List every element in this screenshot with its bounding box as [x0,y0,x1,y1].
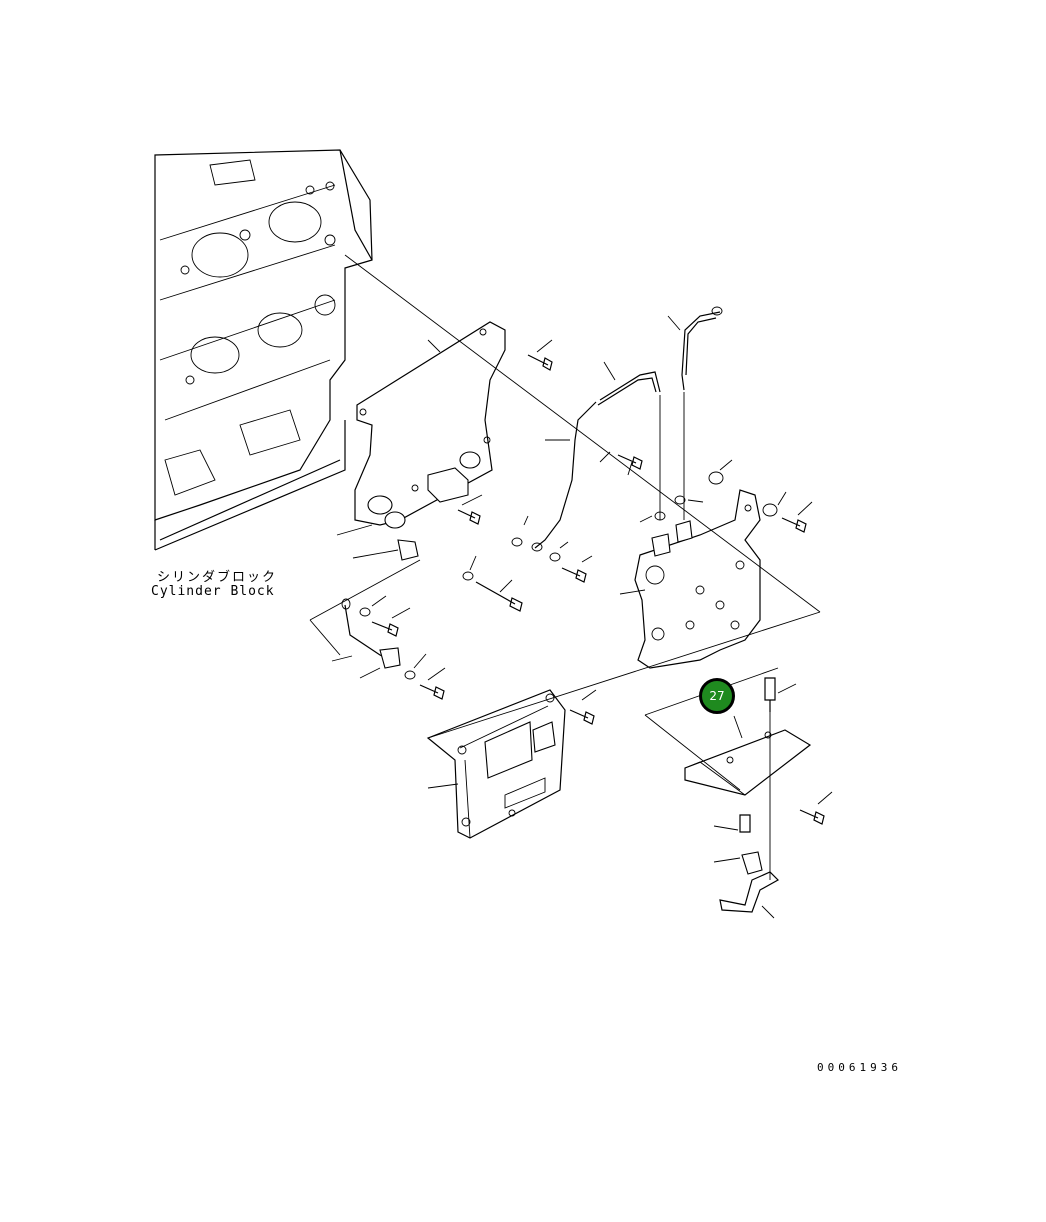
drawing-number: 00061936 [817,1061,902,1074]
hoses [531,306,723,552]
leader-lines [331,315,833,919]
engine-controller [426,689,566,839]
bolts [371,354,825,833]
lower-bracket [719,851,779,913]
part-callout-27[interactable]: 27 [699,678,735,714]
cylinder-block-label-en: Cylinder Block [151,584,275,599]
cylinder-block-label-jp: シリンダブロック [157,570,278,585]
washers [359,471,778,680]
ecm-bracket [634,489,761,669]
ground-strap [309,539,421,669]
cylinder-block [154,149,373,551]
mounting-plate [354,321,506,529]
